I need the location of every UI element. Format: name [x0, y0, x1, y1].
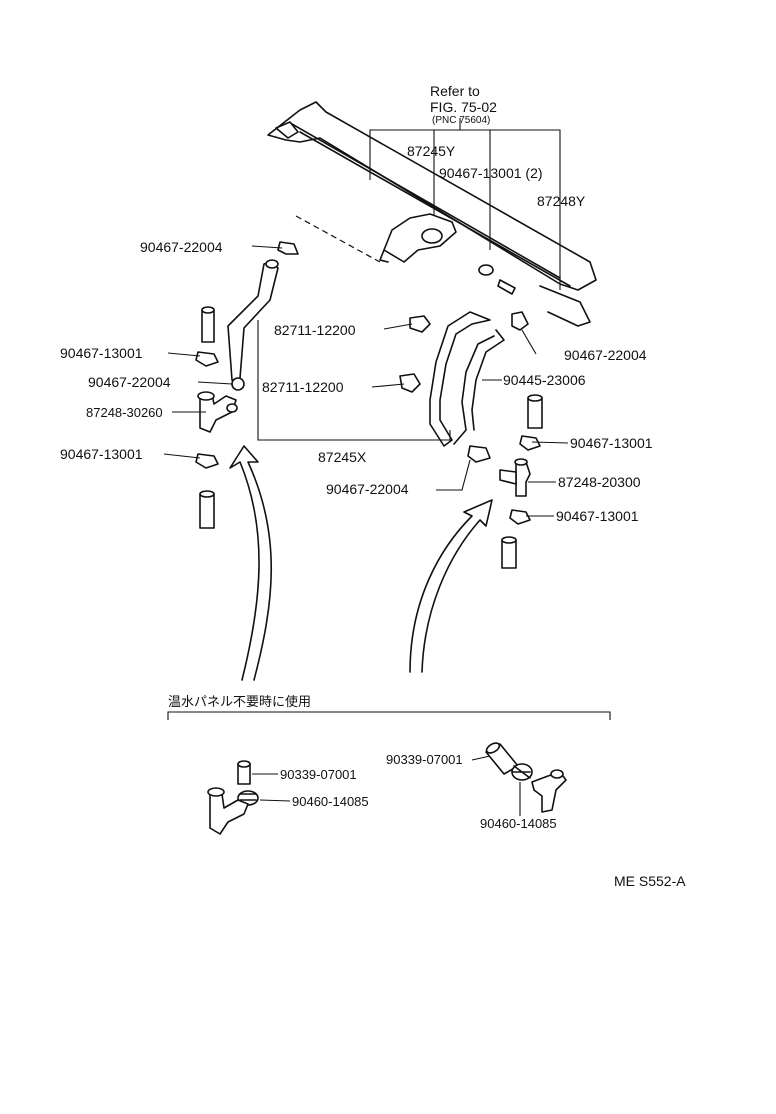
label-90467-13001-2: 90467-13001 (2) [439, 165, 543, 181]
joint-bottom-left [207, 787, 249, 835]
sleeve-left-upper [201, 306, 215, 343]
label-90467-22004-b: 90467-22004 [88, 374, 171, 390]
label-87248-20300: 87248-20300 [558, 474, 641, 490]
clamp-90467-22004-left [231, 377, 245, 391]
arrow-right [409, 499, 493, 673]
hose-87245X-left [227, 259, 279, 381]
note-bracket [167, 711, 611, 720]
note-hot-water-panel: 温水パネル不要時に使用 [168, 694, 311, 710]
label-90339-07001-b: 90339-07001 [386, 752, 463, 767]
label-90467-13001-a: 90467-13001 [60, 345, 143, 361]
diagram-code: ME S552-A [614, 873, 686, 889]
label-82711-12200-a: 82711-12200 [274, 322, 356, 338]
clamp-90467-13001-left-b [195, 453, 219, 469]
heater-duct-assembly [267, 101, 597, 327]
clamp-82711-12200-a [409, 315, 431, 333]
label-87248Y: 87248Y [537, 193, 586, 209]
plug-90339-07001-left [237, 760, 251, 785]
plug-90339-07001-right [485, 742, 519, 775]
clamp-top-mid [478, 264, 494, 276]
label-87245X: 87245X [318, 449, 367, 465]
label-90467-13001-b: 90467-13001 [60, 446, 143, 462]
clamp-90467-13001-right-b [509, 509, 531, 525]
label-90339-07001-a: 90339-07001 [280, 767, 357, 782]
label-87245Y: 87245Y [407, 143, 456, 159]
label-90460-14085-a: 90460-14085 [292, 794, 369, 809]
bracket-87245X [257, 320, 451, 441]
label-90467-22004-c: 90467-22004 [564, 347, 647, 363]
refer-line-2: FIG. 75-02 [430, 99, 497, 115]
joint-bottom-right [531, 769, 567, 813]
label-90467-13001-d: 90467-13001 [556, 508, 639, 524]
refer-line-1: Refer to [430, 83, 480, 99]
label-90445-23006: 90445-23006 [503, 372, 586, 388]
sleeve-right-upper [527, 394, 543, 429]
clamp-90467-22004-top-left [277, 241, 299, 255]
hose-90445-23006 [429, 311, 505, 447]
sleeve-left-lower [199, 490, 215, 529]
label-90460-14085-b: 90460-14085 [480, 816, 557, 831]
dashed-connection [295, 215, 381, 263]
joint-87248-20300 [499, 458, 531, 497]
clamp-90467-22004-right [511, 311, 529, 331]
leader-lines [163, 245, 569, 816]
clamp-90467-13001-right-a [519, 435, 541, 451]
clamp-90467-13001-left-a [195, 351, 219, 367]
label-82711-12200-b: 82711-12200 [262, 379, 344, 395]
refer-bracket [369, 118, 561, 290]
arrow-left [229, 445, 273, 681]
label-90467-13001-c: 90467-13001 [570, 435, 653, 451]
label-90467-22004-a: 90467-22004 [140, 239, 223, 255]
label-87248-30260: 87248-30260 [86, 405, 163, 420]
label-90467-22004-d: 90467-22004 [326, 481, 409, 497]
joint-87248-30260 [197, 391, 238, 433]
clamp-90467-22004-bottom [467, 445, 491, 463]
elbow-connector-87245Y [379, 213, 457, 263]
clamp-82711-12200-b [399, 373, 421, 393]
clamp-90460-14085-right [511, 763, 533, 781]
sleeve-right-lower [501, 536, 517, 569]
refer-line-3: (PNC 75604) [432, 115, 490, 126]
